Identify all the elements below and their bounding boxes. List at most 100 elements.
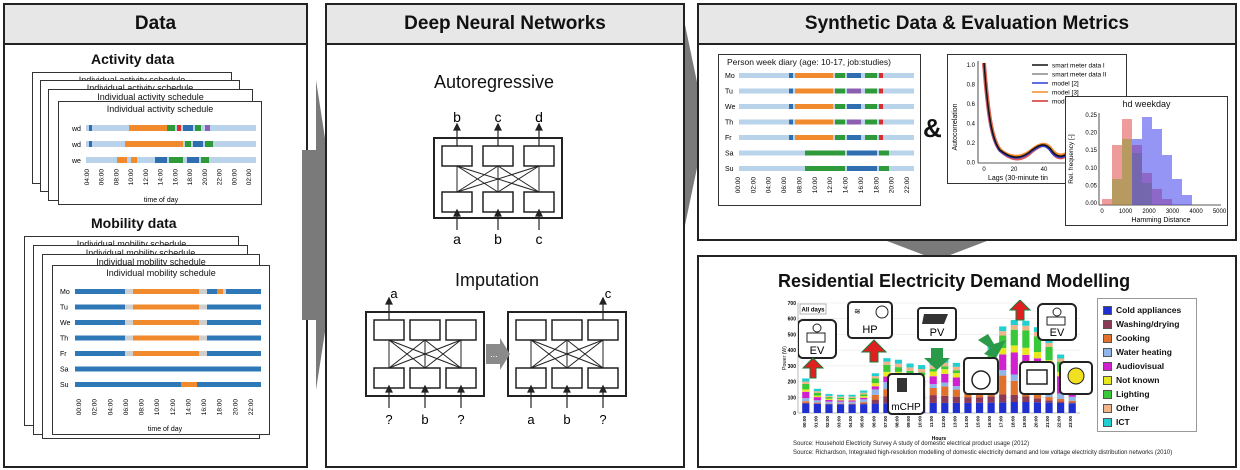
demand-x-tick: 09:00	[906, 416, 911, 428]
mobility-sheet-title: Individual mobility schedule	[106, 268, 216, 278]
demand-bar-segment	[1033, 402, 1042, 413]
demand-bar-segment	[1010, 374, 1018, 381]
demand-bar-segment	[952, 402, 960, 413]
demand-bar-segment	[1057, 358, 1065, 362]
autocorrelation-legend-entry: model [2]	[1052, 81, 1079, 88]
mobility-x-tick: 18:00	[217, 399, 224, 416]
demand-bar-segment	[999, 394, 1007, 403]
mobility-row-label: Fr	[60, 351, 67, 358]
mobility-x-tick: 08:00	[139, 399, 146, 416]
mchp-icon: mCHP	[887, 373, 925, 415]
imputation-ellipsis: ...	[490, 349, 498, 359]
autocorrelation-y-tick: 0.6	[967, 102, 976, 108]
demand-icon-overlays: EV ≋ HP PV mCHP EV	[798, 300, 1093, 415]
demand-bar-segment	[1010, 402, 1018, 413]
demand-bar-segment	[975, 402, 984, 413]
demand-x-label: Hours	[932, 436, 947, 442]
demand-bar-segment	[871, 394, 879, 400]
demand-bar-segment	[918, 369, 926, 373]
demand-bar-segment	[813, 403, 821, 413]
demand-bar-segment	[1057, 354, 1065, 359]
demand-y-label: Power (W)	[782, 346, 788, 370]
activity-x-tick: 10:00	[128, 169, 135, 186]
ar-output-label: b	[453, 109, 461, 125]
demand-bar-segment	[860, 390, 868, 393]
hamming-x-tick: 1000	[1119, 209, 1133, 215]
demand-bar-segment	[1068, 403, 1076, 413]
demand-bar-segment	[999, 348, 1007, 355]
autocorrelation-y-tick: 0.4	[967, 122, 976, 128]
demand-bar-segment	[836, 399, 845, 401]
diagonal-arrow-icon	[978, 334, 1006, 358]
demand-bar-segment	[1010, 329, 1018, 346]
legend-label: Audiovisual	[1116, 361, 1165, 371]
demand-bar-segment	[929, 371, 937, 377]
demand-x-tick: 03:00	[837, 416, 842, 428]
demand-bar-segment	[825, 399, 833, 402]
source-note-1: Source: Household Electricity Survey A s…	[793, 441, 1030, 447]
mobility-row-bar	[75, 382, 261, 387]
demand-bar-segment	[952, 386, 960, 390]
activity-x-tick: 20:00	[202, 169, 209, 186]
mobility-x-tick: 10:00	[154, 399, 161, 416]
demand-y-tick: 600	[788, 317, 797, 323]
autocorrelation-x-tick: 20	[1011, 167, 1018, 173]
demand-legend-entry: Not known	[1103, 373, 1196, 387]
demand-bar-segment	[860, 399, 868, 403]
demand-bar-segment	[836, 396, 845, 398]
legend-label: Washing/drying	[1116, 319, 1180, 329]
demand-x-tick: 22:00	[1057, 416, 1062, 428]
demand-bar-segment	[999, 354, 1007, 371]
diary-x-tick: 12:00	[827, 177, 834, 194]
demand-bar-segment	[860, 392, 868, 395]
legend-swatch	[1103, 305, 1112, 315]
diary-row-label: Mo	[725, 73, 735, 80]
demand-bar-segment	[1033, 398, 1042, 403]
ar-input-label: a	[453, 231, 461, 247]
demand-bar-segment	[999, 331, 1007, 336]
demand-y-tick: 500	[788, 332, 797, 338]
mobility-row-label: We	[60, 320, 70, 327]
demand-bar-segment	[883, 358, 891, 362]
demand-bar-segment	[813, 388, 821, 392]
demand-bar-segment	[918, 365, 926, 369]
mobility-x-tick: 14:00	[185, 399, 192, 416]
demand-bar-segment	[1057, 399, 1065, 402]
mobility-x-label: time of day	[148, 426, 183, 433]
demand-bar-segment	[883, 364, 891, 372]
demand-bar-segment	[941, 373, 949, 383]
autocorrelation-y-tick: 1.0	[967, 63, 976, 69]
autocorrelation-legend-entry: smart meter data I	[1052, 63, 1105, 70]
demand-bar-segment	[952, 370, 960, 374]
source-note-2: Source: Richardson, Integrated high-reso…	[793, 450, 1173, 456]
demand-x-tick: 20:00	[1033, 416, 1038, 428]
imp-input-label: ?	[457, 412, 464, 427]
tv-icon	[1019, 361, 1055, 395]
demand-bar-segment	[848, 397, 856, 400]
legend-swatch	[1103, 333, 1112, 343]
demand-bar-segment	[929, 388, 937, 396]
activity-row-label: wd	[71, 126, 81, 133]
demand-x-tick: 11:00	[929, 416, 934, 428]
demand-bar-segment	[883, 382, 891, 390]
data-panel-title: Data	[5, 5, 306, 45]
demand-bar-segment	[813, 392, 821, 396]
activity-sheet-title: Individual activity schedule	[106, 104, 214, 114]
demand-bar-segment	[941, 369, 949, 374]
imp-input-label: ?	[385, 412, 392, 427]
autocorrelation-legend-entry: model [3]	[1052, 90, 1079, 97]
demand-x-tick: 04:00	[848, 416, 853, 428]
demand-bar-segment	[894, 363, 903, 368]
demand-bar-segment	[1010, 319, 1018, 325]
demand-bar-segment	[1033, 393, 1042, 399]
hamming-y-tick: 0.20	[1085, 131, 1097, 137]
demand-bar-segment	[813, 402, 821, 404]
demand-bar-segment	[883, 396, 891, 404]
diary-x-tick: 22:00	[904, 177, 911, 194]
demand-bar-segment	[871, 383, 879, 387]
up-arrow-icon	[860, 339, 888, 363]
